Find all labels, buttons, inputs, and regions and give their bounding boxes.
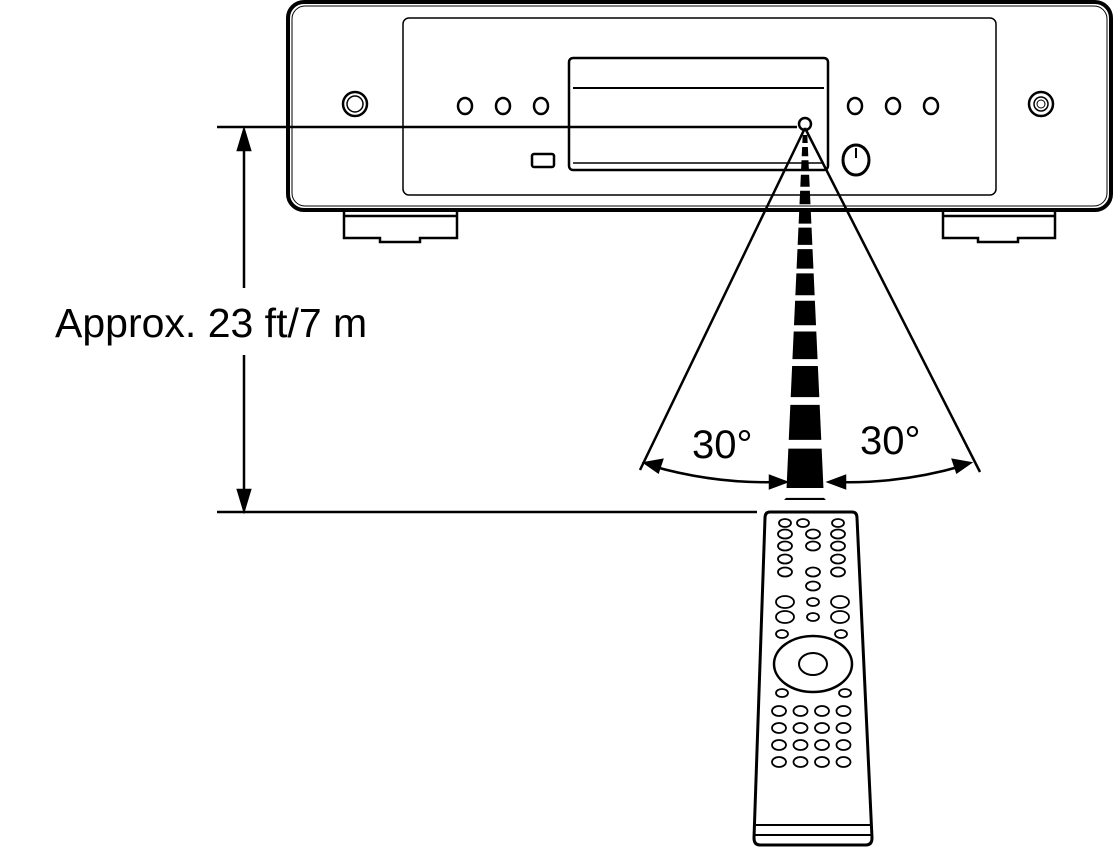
remote-button — [777, 540, 793, 552]
remote-buttons — [771, 518, 852, 768]
beam-dash — [793, 300, 817, 326]
remote-enter-button — [798, 652, 828, 676]
angle-left-label: 30° — [692, 423, 753, 467]
beam-dash — [801, 147, 809, 157]
remote-button — [777, 566, 793, 578]
beam-dash — [795, 273, 815, 296]
cd-player — [286, 0, 1113, 244]
remote-button — [775, 688, 789, 698]
remote-button — [830, 528, 846, 540]
remote-button — [835, 739, 852, 751]
beam-dash — [802, 135, 808, 143]
front-buttons — [456, 96, 940, 116]
beam-dash — [796, 249, 814, 269]
beam-dash — [800, 174, 810, 187]
remote-dpad — [772, 634, 854, 694]
left-knob — [341, 90, 369, 118]
distance-arrow — [236, 125, 252, 515]
remote-button — [830, 610, 850, 624]
remote-button — [805, 540, 821, 552]
remote-button — [834, 629, 848, 639]
power-button — [841, 143, 871, 177]
beam-dash — [798, 208, 812, 224]
remote-button — [796, 518, 810, 528]
remote-button — [814, 739, 830, 751]
remote-button — [830, 595, 850, 609]
cone-right-edge — [803, 127, 982, 473]
remote-button — [777, 528, 793, 540]
remote-button — [775, 595, 795, 609]
player-body-inner-edge — [291, 5, 1108, 207]
remote-button — [792, 739, 809, 751]
remote-button — [830, 566, 846, 578]
beam-dash — [790, 366, 820, 398]
remote-button — [830, 553, 846, 565]
remote-button — [775, 610, 795, 624]
beam-dash — [788, 404, 822, 440]
remote-button — [806, 597, 820, 607]
remote-button — [771, 722, 787, 734]
beam-dash — [797, 227, 813, 245]
distance-label: Approx. 23 ft/7 m — [55, 300, 367, 346]
remote-button — [778, 518, 792, 528]
beam-dash — [801, 160, 809, 171]
left-foot — [342, 210, 459, 244]
remote-button — [792, 705, 809, 717]
angle-right-label: 30° — [860, 419, 921, 463]
remote-button — [771, 756, 787, 768]
beam-dash — [799, 190, 811, 205]
remote-button — [771, 739, 787, 751]
remote-button — [838, 688, 852, 698]
remote-control — [752, 510, 874, 847]
front-panel — [402, 17, 997, 196]
beam-dash — [792, 331, 818, 360]
player-body — [286, 0, 1113, 212]
ir-beam — [784, 135, 826, 500]
remote-button — [777, 553, 793, 565]
remote-button — [835, 705, 852, 717]
angle-arc-left — [641, 458, 790, 490]
remote-button — [771, 705, 787, 717]
usb-port — [530, 152, 556, 169]
remote-button — [835, 722, 852, 734]
remote-button — [805, 528, 821, 540]
remote-button — [835, 756, 852, 768]
remote-button — [806, 612, 820, 622]
beam-dash — [786, 448, 824, 488]
remote-button — [814, 756, 830, 768]
remote-button — [814, 705, 830, 717]
remote-button — [814, 722, 830, 734]
remote-button — [792, 722, 809, 734]
right-foot — [941, 210, 1057, 244]
remote-button — [830, 540, 846, 552]
disc-tray — [567, 56, 830, 172]
remote-button — [792, 756, 809, 768]
remote-button — [805, 580, 821, 592]
remote-button — [805, 566, 821, 578]
beam-dash — [784, 497, 826, 500]
remote-button — [775, 629, 789, 639]
remote-button — [831, 518, 845, 528]
right-knob — [1027, 90, 1055, 118]
cone-left-edge — [638, 127, 807, 471]
angle-arc-right — [825, 458, 974, 490]
